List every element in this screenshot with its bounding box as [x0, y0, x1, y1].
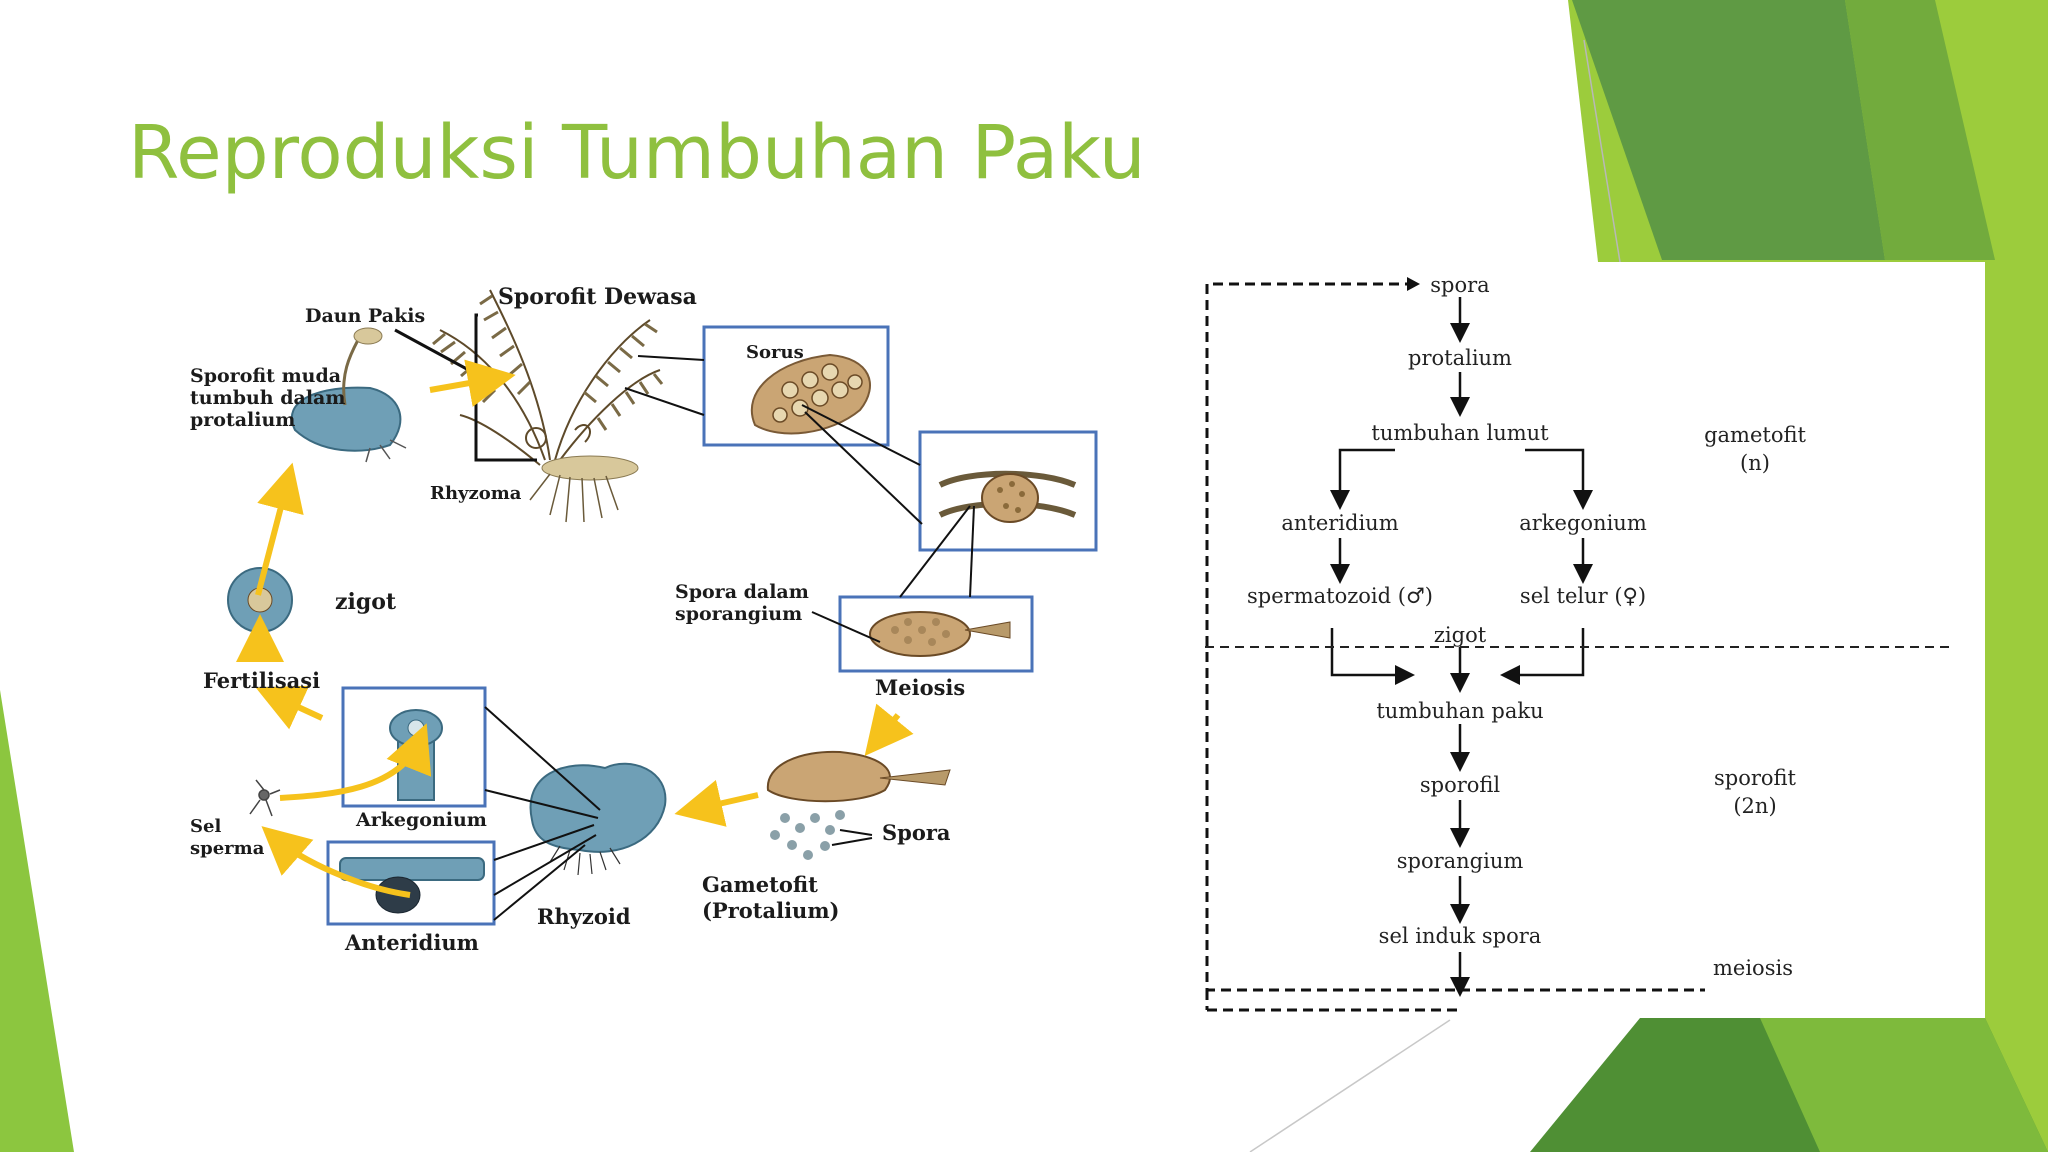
arkegonium-illustration [389, 709, 443, 801]
top-right-dark-green-shape [1572, 0, 1885, 260]
bottom-right-light-shape [1760, 1018, 2048, 1152]
node-anteridium: anteridium [1281, 511, 1398, 535]
section-to-sporangium-line-2 [969, 505, 975, 598]
label-spora-dalam-2: sporangium [675, 603, 802, 625]
spora-pointer-2 [831, 837, 873, 846]
spora-dalam-pointer [811, 611, 881, 643]
sorus-to-section-line-1 [801, 404, 921, 466]
label-gametofit-1: Gametofit [702, 872, 818, 897]
label-zigot: zigot [335, 589, 397, 615]
right-mid-green-shape [1845, 0, 1995, 260]
node-sporofil: sporofil [1420, 773, 1501, 797]
fern-reproduction-flowchart: spora protalium tumbuhan lumut anteridiu… [1205, 262, 1985, 1018]
sorus-leaflet-illustration [750, 353, 871, 435]
gametophyte-illustration [529, 762, 667, 876]
node-protalium: protalium [1408, 346, 1512, 370]
rhizome-shape [541, 455, 639, 481]
spore-release-illustration [766, 750, 951, 860]
node-sel-induk-spora: sel induk spora [1379, 924, 1542, 948]
leaf-to-sorus-line-2 [624, 387, 705, 416]
box-to-gametophyte-lines [484, 706, 601, 921]
flowchart-arrows [1330, 297, 1593, 997]
loop-arrowhead [1407, 277, 1420, 291]
phase-sporofit: sporofit [1714, 766, 1797, 790]
label-arkegonium: Arkegonium [355, 809, 487, 831]
label-sel-sperma-2: sperma [190, 838, 265, 859]
label-rhyzoma: Rhyzoma [430, 483, 522, 504]
label-sorus: Sorus [746, 342, 804, 363]
phase-gametofit-ploidy: (n) [1740, 451, 1770, 475]
label-fertilisasi: Fertilisasi [203, 668, 320, 693]
label-sel-sperma-1: Sel [190, 816, 221, 837]
sorus-to-section-line-2 [804, 411, 923, 525]
label-sporofit-dewasa: Sporofit Dewasa [498, 284, 697, 310]
label-anteridium: Anteridium [344, 930, 479, 955]
node-sporangium: sporangium [1397, 849, 1524, 873]
left-green-stripe [0, 690, 74, 1152]
node-tumbuhan-paku: tumbuhan paku [1376, 699, 1543, 723]
section-to-sporangium-line-1 [899, 505, 971, 598]
label-sporofit-muda-2: tumbuh dalam [190, 387, 345, 409]
cross-section-illustration [938, 470, 1077, 523]
fern-life-cycle-diagram: Sporofit Dewasa Daun Pakis Sporofit muda… [190, 284, 1098, 955]
label-meiosis: Meiosis [875, 675, 965, 700]
node-sel-telur: sel telur (♀) [1520, 584, 1646, 608]
label-sporofit-muda-3: protalium [190, 409, 295, 431]
node-meiosis: meiosis [1713, 956, 1793, 980]
node-tumbuhan-lumut: tumbuhan lumut [1371, 421, 1549, 445]
phase-gametofit: gametofit [1704, 423, 1806, 447]
sporangium-illustration [869, 611, 1011, 657]
daun-pakis-pointer [394, 328, 477, 376]
label-spora-dalam-1: Spora dalam [675, 581, 809, 603]
life-cycle-arrows [236, 359, 914, 898]
phase-sporofit-ploidy: (2n) [1733, 794, 1776, 818]
slide-title: Reproduksi Tumbuhan Paku [128, 110, 1146, 196]
label-rhyzoid: Rhyzoid [537, 904, 631, 929]
label-sporofit-muda-1: Sporofit muda [190, 365, 341, 387]
mature-fern-illustration [432, 289, 664, 466]
fern-roots [529, 473, 619, 523]
decorative-thin-line [1583, 39, 1621, 263]
label-daun-pakis: Daun Pakis [305, 305, 425, 327]
meiosis-feedback-loop [1205, 282, 1705, 1012]
spora-pointer-1 [839, 829, 873, 836]
node-zigot: zigot [1434, 623, 1487, 647]
leaf-to-sorus-line-1 [637, 355, 705, 361]
label-spora: Spora [882, 820, 951, 845]
node-spora: spora [1430, 273, 1489, 297]
label-gametofit-2: (Protalium) [702, 898, 839, 923]
node-spermatozoid: spermatozoid (♂) [1247, 584, 1433, 608]
young-sporophyte-illustration [290, 327, 407, 463]
sperm-illustration [249, 779, 281, 817]
decorative-thin-line-bottom [1249, 1019, 1451, 1152]
node-arkegonium: arkegonium [1519, 511, 1647, 535]
